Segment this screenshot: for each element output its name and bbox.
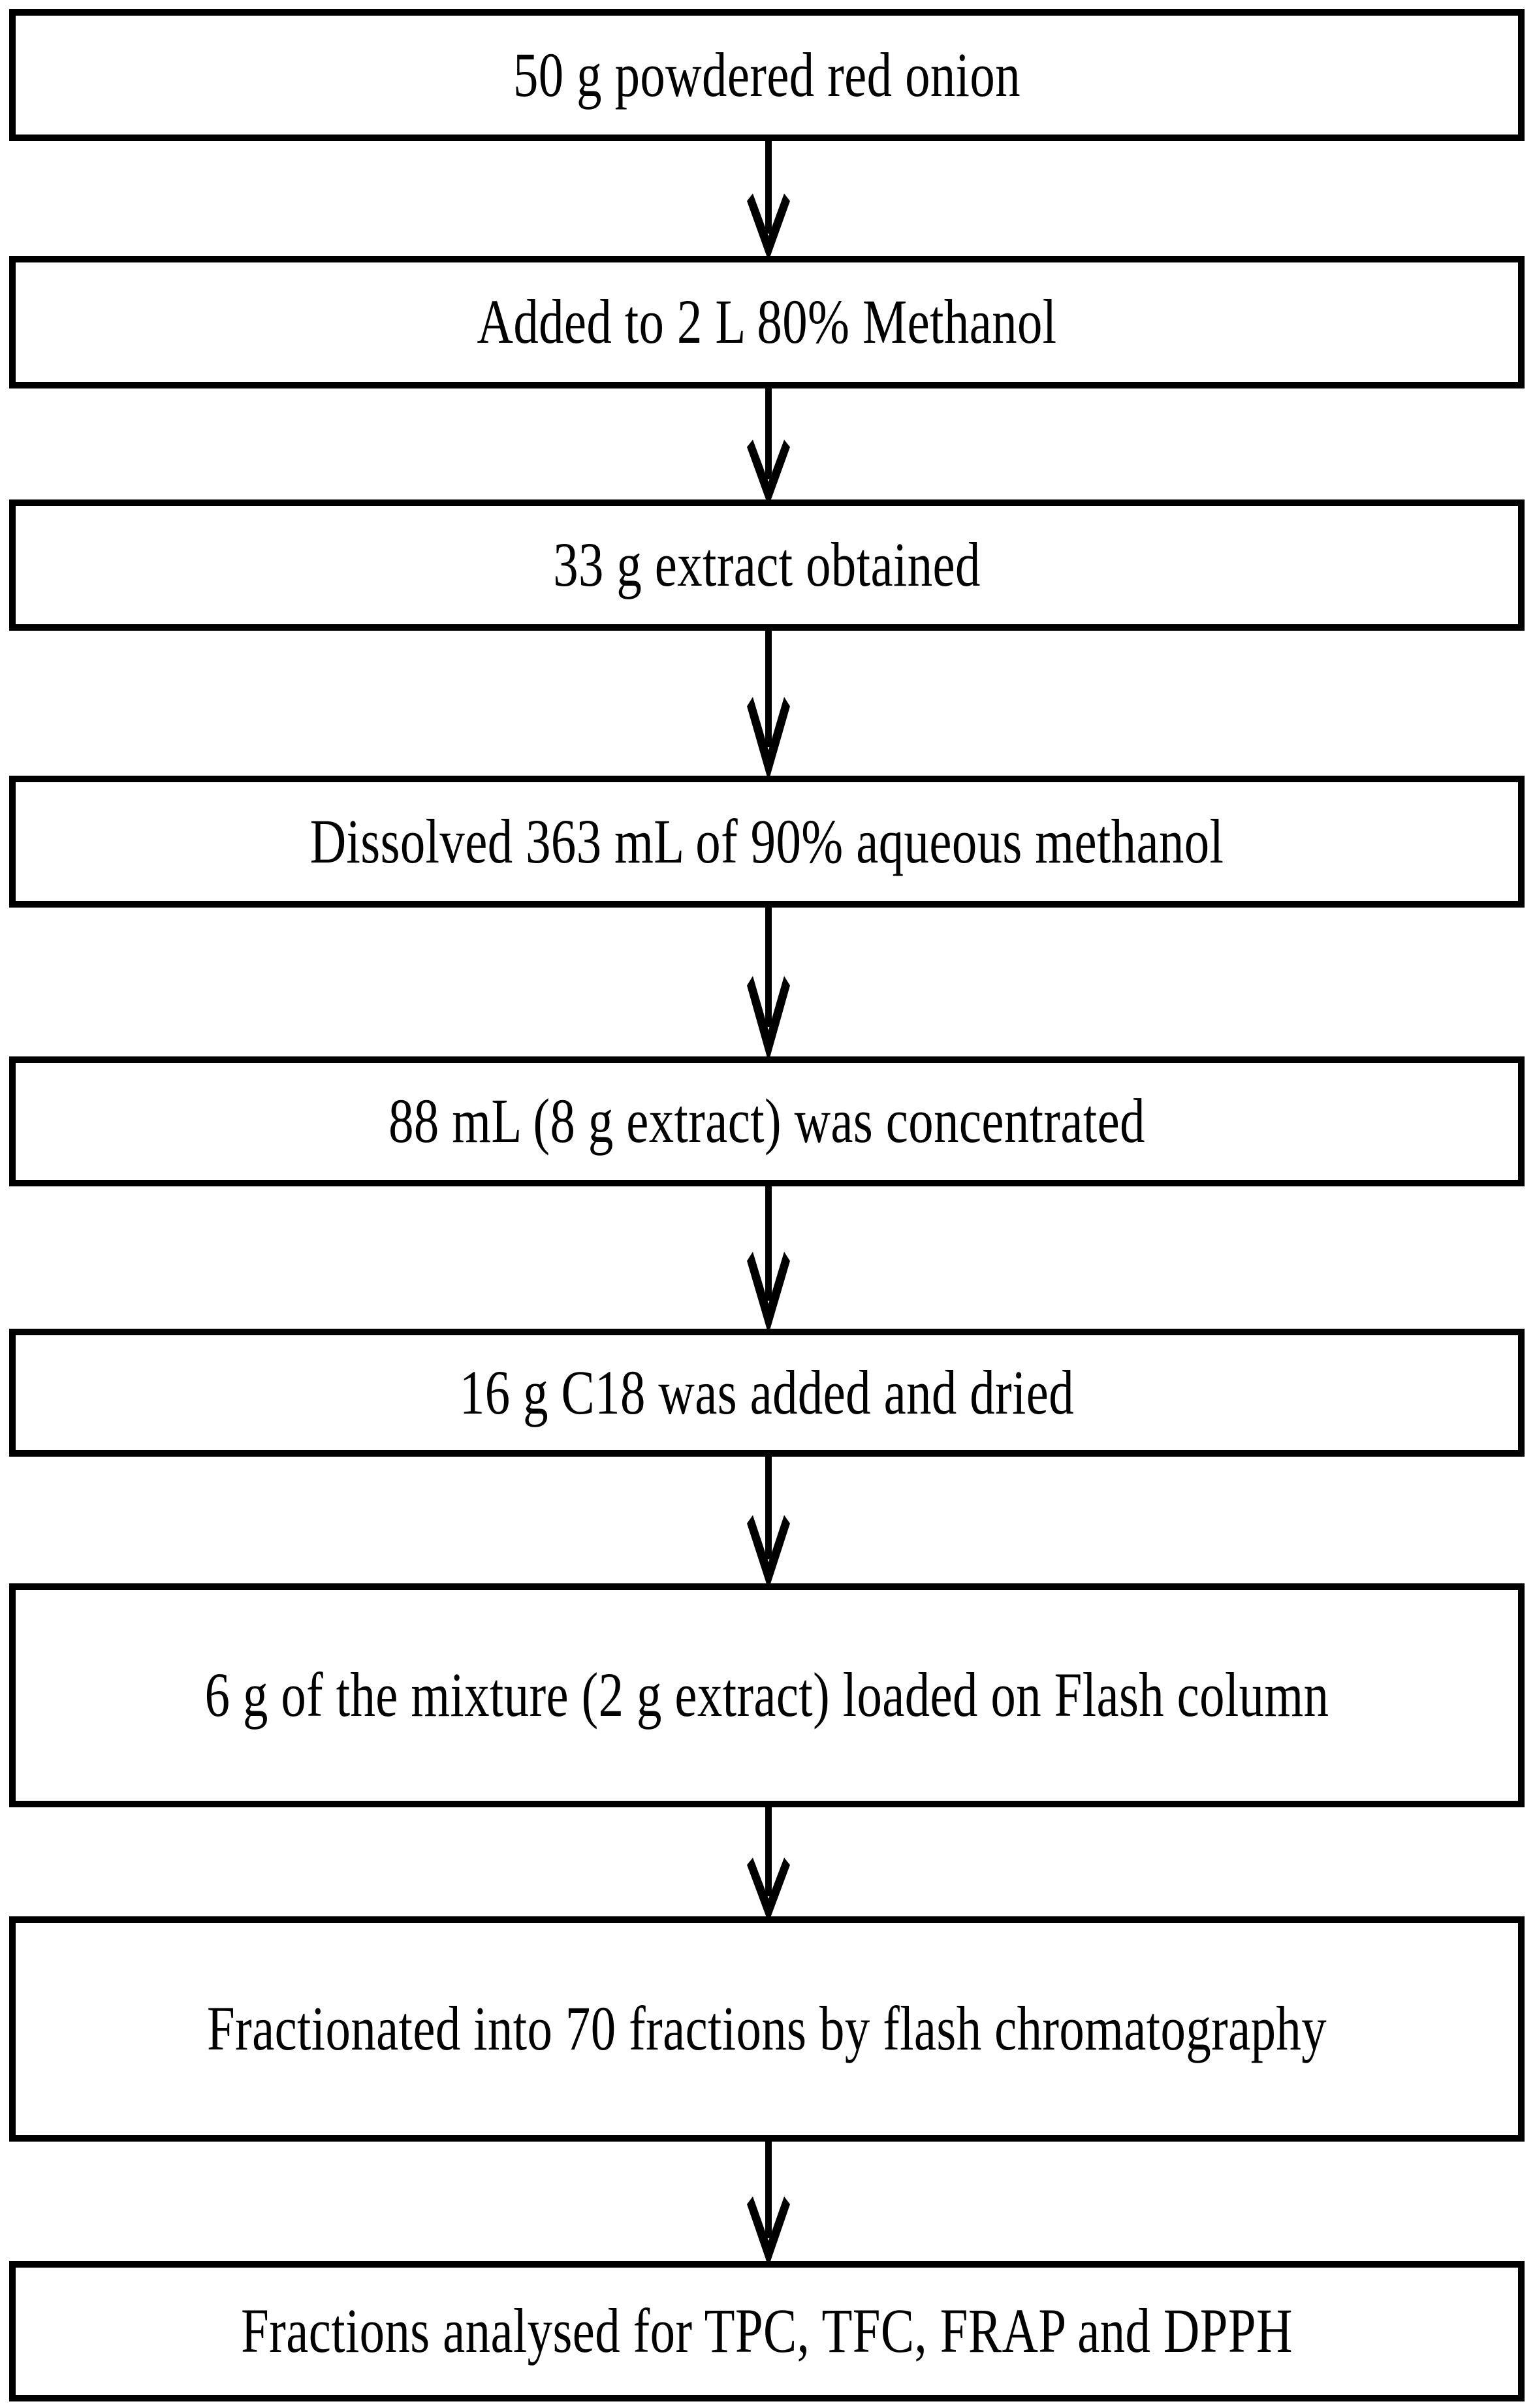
- node-label: 33 g extract obtained: [553, 530, 981, 600]
- flowchart-node-6: 16 g C18 was added and dried: [9, 1329, 1525, 1457]
- down-arrow-icon: [745, 1181, 792, 1335]
- node-label: 16 g C18 was added and dried: [459, 1357, 1075, 1427]
- node-label: 6 g of the mixture (2 g extract) loaded …: [204, 1660, 1329, 1730]
- down-arrow-icon: [745, 902, 792, 1062]
- flowchart-node-3: 33 g extract obtained: [9, 499, 1525, 631]
- flowchart-node-7: 6 g of the mixture (2 g extract) loaded …: [9, 1583, 1525, 1807]
- node-label: 50 g powdered red onion: [513, 39, 1021, 110]
- down-arrow-icon: [745, 1451, 792, 1590]
- down-arrow-icon: [745, 136, 792, 261]
- down-arrow-icon: [745, 383, 792, 507]
- flowchart-node-5: 88 mL (8 g extract) was concentrated: [9, 1056, 1525, 1186]
- node-label: 88 mL (8 g extract) was concentrated: [388, 1086, 1145, 1156]
- flowchart-node-9: Fractions analysed for TPC, TFC, FRAP an…: [9, 2261, 1525, 2401]
- node-label: Added to 2 L 80% Methanol: [477, 287, 1057, 357]
- flowchart-node-1: 50 g powdered red onion: [9, 9, 1525, 141]
- down-arrow-icon: [745, 1802, 792, 1923]
- flowchart-node-8: Fractionated into 70 fractions by flash …: [9, 1916, 1525, 2142]
- flowchart-node-4: Dissolved 363 mL of 90% aqueous methanol: [9, 776, 1525, 908]
- node-label: Fractions analysed for TPC, TFC, FRAP an…: [241, 2296, 1293, 2366]
- down-arrow-icon: [745, 2136, 792, 2267]
- node-label: Fractionated into 70 fractions by flash …: [206, 1993, 1327, 2064]
- node-label: Dissolved 363 mL of 90% aqueous methanol: [309, 806, 1224, 876]
- flowchart-node-2: Added to 2 L 80% Methanol: [9, 256, 1525, 388]
- down-arrow-icon: [745, 625, 792, 782]
